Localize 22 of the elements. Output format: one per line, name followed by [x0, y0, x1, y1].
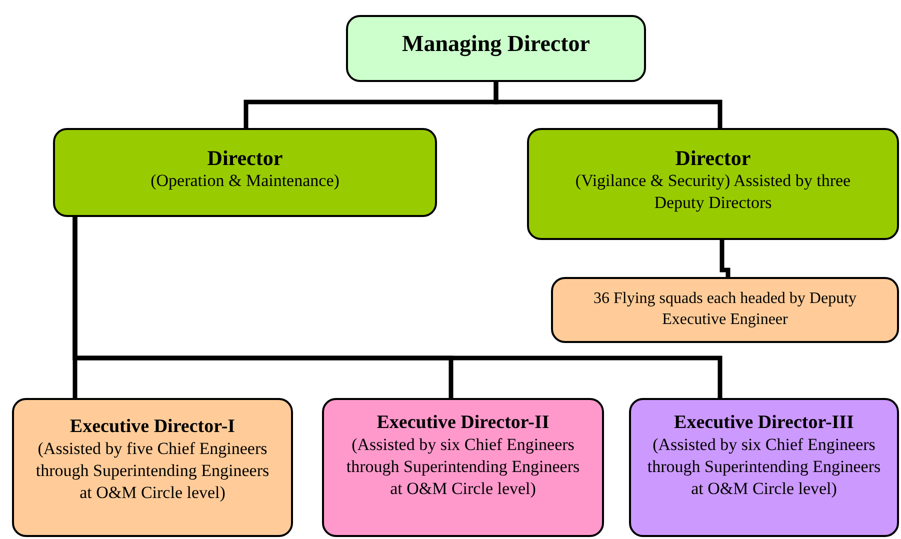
role-title: Executive Director-III	[673, 412, 855, 434]
org-box	[629, 398, 899, 537]
role-title: Executive Director-I	[68, 416, 236, 438]
org-box	[527, 128, 899, 240]
role-description: (Vigilance & Security) Assisted by three Deputy Directors	[574, 170, 852, 214]
role-description: 36 Flying squads each headed by Deputy Executive Engineer	[592, 289, 858, 330]
role-title: Director	[674, 146, 752, 170]
org-box	[12, 398, 293, 537]
org-box	[322, 398, 604, 537]
connector-line	[494, 82, 722, 128]
role-title: Director	[206, 146, 284, 170]
org-box	[346, 15, 646, 82]
role-description: (Assisted by six Chief Engineers through Superintending Engineers at O&M Circle level)	[345, 434, 581, 500]
role-description: (Assisted by six Chief Engineers through Superintending Engineers at O&M Circle level)	[646, 434, 882, 500]
role-description: (Assisted by five Chief Engineers through Superintending Engineers at O&M Circle level)	[34, 438, 270, 504]
role-description: (Operation & Maintenance)	[150, 170, 340, 192]
connector-line	[72, 217, 722, 398]
org-box	[551, 277, 899, 343]
role-title: Managing Director	[400, 31, 591, 58]
connector-line	[720, 240, 730, 277]
org-box	[53, 128, 437, 217]
role-title: Executive Director-II	[376, 412, 550, 434]
